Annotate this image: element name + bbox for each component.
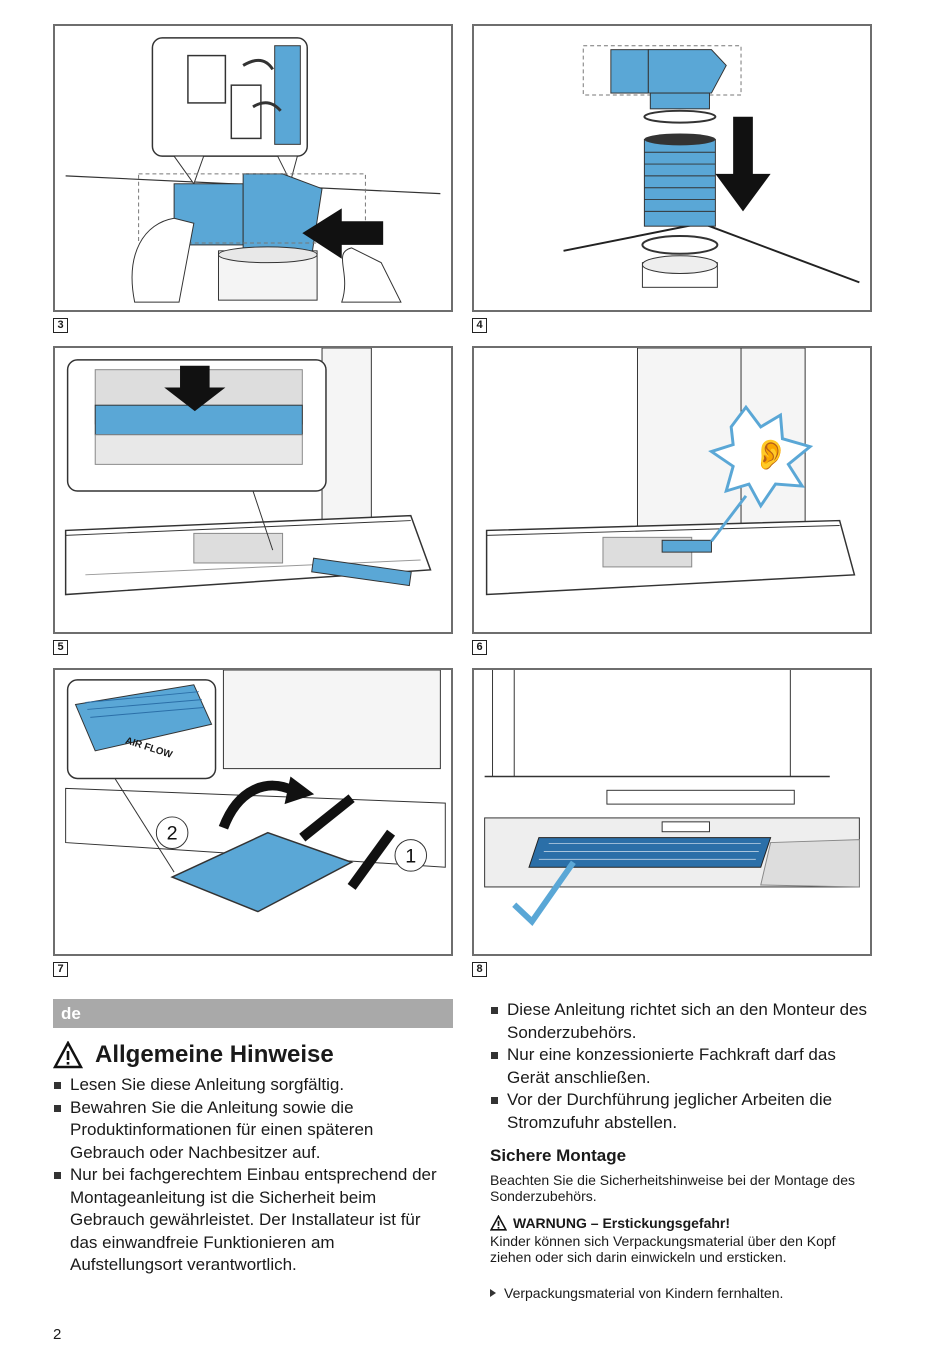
figure-4-panel: [472, 24, 872, 312]
warning-action-text: Verpackungsmaterial von Kindern fernhalt…: [504, 1285, 784, 1301]
safety-intro: Beachten Sie die Sicherheitshinweise bei…: [490, 1172, 856, 1204]
warning-small-icon: [490, 1215, 507, 1231]
section-heading: Allgemeine Hinweise: [53, 1041, 334, 1069]
list-item: Nur bei fachgerechtem Einbau entsprechen…: [53, 1164, 445, 1277]
language-tag: de: [53, 999, 453, 1028]
figure-5-number: 5: [53, 640, 68, 655]
figure-7-panel: AIR FLOW 2 1: [53, 668, 453, 956]
figure-3-number: 3: [53, 318, 68, 333]
figure-8-number: 8: [472, 962, 487, 977]
right-bullet-list: Diese Anleitung richtet sich an den Mont…: [490, 999, 882, 1134]
figure-5-panel: [53, 346, 453, 634]
figure-7-number: 7: [53, 962, 68, 977]
figure-4-number: 4: [472, 318, 487, 333]
left-bullet-list: Lesen Sie diese Anleitung sorgfältig. Be…: [53, 1074, 445, 1277]
warning-title: WARNUNG – Erstickungsgefahr!: [513, 1215, 731, 1231]
duct-ring-illustration: [563, 45, 860, 288]
warning-icon: [53, 1041, 83, 1069]
list-item: Vor der Durchführung jeglicher Arbeiten …: [490, 1089, 882, 1134]
safety-title: Sichere Montage: [490, 1146, 627, 1165]
arrow-bullet-icon: [490, 1289, 496, 1297]
svg-text:👂: 👂: [752, 437, 789, 471]
filter-insertion-illustration: AIR FLOW 2 1: [65, 670, 446, 913]
click-sound-illustration: 👂: [485, 348, 856, 596]
warning-heading: WARNUNG – Erstickungsgefahr!: [490, 1215, 730, 1231]
filter-installed-illustration: [484, 670, 860, 926]
heading-text: Allgemeine Hinweise: [95, 1041, 334, 1068]
figure-6-number: 6: [472, 640, 487, 655]
list-item: Lesen Sie diese Anleitung sorgfältig.: [53, 1074, 445, 1097]
list-item: Nur eine konzessionierte Fachkraft darf …: [490, 1044, 882, 1089]
warning-action: Verpackungsmaterial von Kindern fernhalt…: [490, 1285, 783, 1301]
duct-connector-illustration: [65, 37, 441, 303]
warning-text: Kinder können sich Verpackungsmaterial ü…: [490, 1233, 836, 1265]
figure-6-panel: 👂: [472, 346, 872, 634]
filter-slot-illustration: [64, 348, 432, 596]
list-item: Bewahren Sie die Anleitung sowie die Pro…: [53, 1097, 445, 1165]
step-2-label: 2: [167, 823, 178, 845]
page-number: 2: [53, 1326, 62, 1343]
list-item: Diese Anleitung richtet sich an den Mont…: [490, 999, 882, 1044]
figure-3-panel: [53, 24, 453, 312]
step-1-label: 1: [405, 845, 416, 867]
figure-8-panel: [472, 668, 872, 956]
